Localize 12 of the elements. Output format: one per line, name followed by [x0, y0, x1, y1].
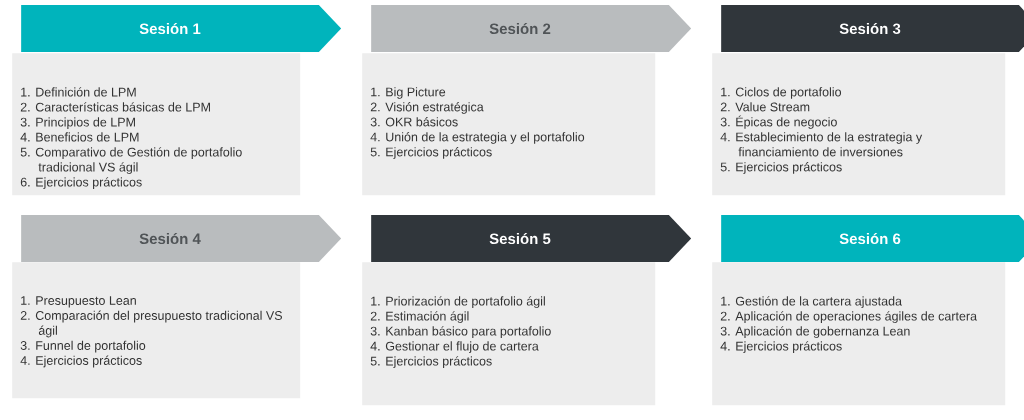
- session-card: 1. Definición de LPM 2. Características básicas de LPM 3. Principios de LPM 4. Beneficios de LPM 5. Comparativo de Gestión de portafolio tradicional VS ágil 6. Ejercicios prácticos: [12, 53, 301, 196]
- session-banner: Sesión 3: [721, 5, 1024, 52]
- session-banner: Sesión 4: [21, 215, 342, 262]
- session-banner: Sesión 5: [371, 215, 692, 262]
- session-card: 1. Gestión de la cartera ajustada 2. Aplicación de operaciones ágiles de cartera 3. Aplicación de gobernanza Lean 4. Ejercicios prácticos: [712, 262, 1006, 406]
- session-card: 1. Ciclos de portafolio 2. Value Stream 3. Épicas de negocio 4. Establecimiento de la estrategia y financiamiento de inversiones 5. Ejercicios prácticos: [712, 53, 1006, 196]
- session-banner: Sesión 1: [21, 5, 342, 52]
- session-card: 1. Big Picture 2. Visión estratégica 3. OKR básicos 4. Unión de la estrategia y el portafolio 5. Ejercicios prácticos: [362, 53, 656, 196]
- session-banner: Sesión 6: [721, 215, 1024, 262]
- session-banner: Sesión 2: [371, 5, 692, 52]
- session-card: 1. Priorización de portafolio ágil 2. Estimación ágil 3. Kanban básico para portafolio 4. Gestionar el flujo de cartera 5. Ejercicios prácticos: [362, 262, 656, 406]
- session-card: 1. Presupuesto Lean 2. Comparación del presupuesto tradicional VS ágil 3. Funnel de portafolio 4. Ejercicios prácticos: [12, 262, 301, 399]
